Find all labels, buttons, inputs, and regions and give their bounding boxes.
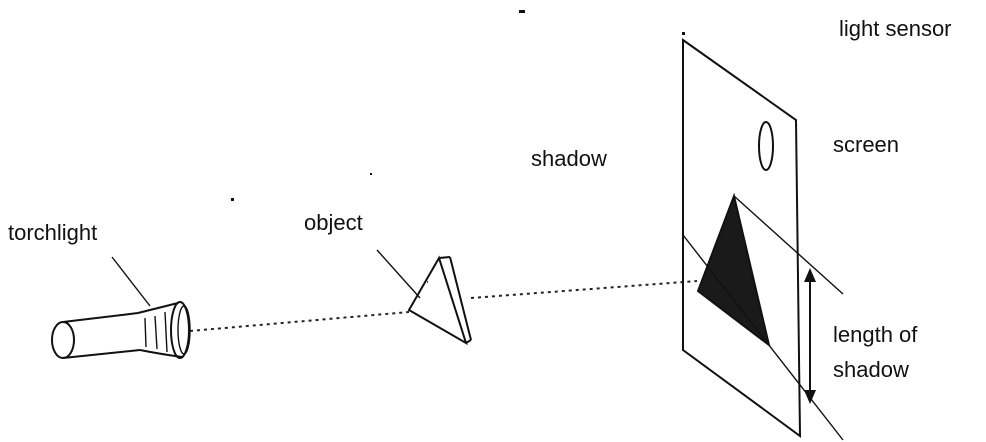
torchlight-label: torchlight bbox=[8, 220, 97, 245]
light-beam-segment-1 bbox=[189, 311, 410, 332]
shadow-top-guide-line bbox=[733, 195, 844, 295]
shadow-length-arrow bbox=[804, 268, 816, 404]
torchlight-leader-line bbox=[111, 256, 151, 307]
light-sensor-label: light sensor bbox=[839, 16, 952, 41]
screen-label: screen bbox=[833, 132, 899, 157]
object-label: object bbox=[304, 210, 363, 235]
length-of-shadow-label-line1: length of bbox=[833, 322, 918, 347]
torchlight-icon bbox=[51, 301, 191, 359]
shadow-label: shadow bbox=[531, 146, 607, 171]
object-leader-line bbox=[376, 249, 421, 299]
scan-specks bbox=[231, 10, 685, 201]
shadow-shape bbox=[696, 192, 771, 348]
screen-panel bbox=[682, 38, 802, 438]
object-prism-icon bbox=[407, 255, 472, 346]
light-beam-segment-2 bbox=[470, 280, 698, 299]
shadow-bottom-guide-line bbox=[682, 234, 844, 441]
length-of-shadow-label-line2: shadow bbox=[833, 357, 909, 382]
light-sensor-icon bbox=[758, 121, 774, 171]
